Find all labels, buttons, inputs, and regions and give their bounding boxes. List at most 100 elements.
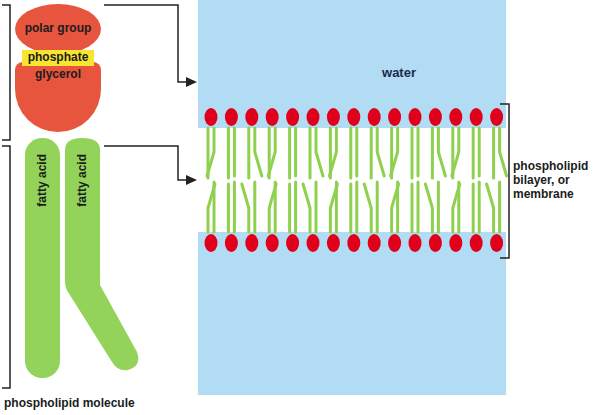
- lipid-tails: [207, 128, 507, 232]
- lipid-head: [286, 108, 299, 126]
- lipid-head: [327, 234, 340, 252]
- lipid-head: [368, 108, 381, 126]
- lipid-tail: [233, 128, 236, 176]
- lipid-head: [205, 234, 218, 252]
- lipid-tail: [425, 184, 432, 232]
- lipid-tail: [355, 182, 358, 232]
- lipid-head: [429, 234, 442, 252]
- lipid-head: [307, 234, 320, 252]
- node-text: glycerol: [35, 68, 81, 81]
- leader-line: [104, 5, 188, 82]
- lipid-head: [368, 234, 381, 252]
- lipid-tail: [294, 182, 297, 232]
- lipid-tail: [478, 182, 481, 232]
- lipid-tail: [303, 184, 310, 232]
- lipid-tail: [253, 182, 256, 232]
- lipid-tail: [288, 184, 291, 232]
- lipid-head: [449, 234, 462, 252]
- lipid-tail: [370, 128, 373, 178]
- lipid-tail: [247, 128, 250, 178]
- node-text: fatty acid: [76, 154, 89, 207]
- lipid-tail: [431, 128, 434, 178]
- water-region-label: water: [198, 0, 506, 128]
- arrowhead: [186, 77, 197, 87]
- lipid-head: [449, 108, 462, 126]
- lipid-head: [266, 108, 279, 126]
- lipid-tail: [316, 128, 323, 176]
- lipid-head: [266, 234, 279, 252]
- lipid-tail: [329, 128, 336, 176]
- lipid-tail: [417, 182, 420, 232]
- lipid-head: [388, 234, 401, 252]
- lipid-tail: [472, 184, 475, 232]
- lipid-tail: [457, 182, 460, 232]
- lipid-tail: [227, 128, 230, 178]
- bracket: [500, 104, 509, 258]
- lipid-tail: [452, 128, 459, 176]
- lipid-tail: [288, 128, 291, 178]
- lipid-head: [490, 234, 503, 252]
- fatty-acid-tail-bent: [65, 138, 138, 370]
- lipid-head: [409, 108, 422, 126]
- lipid-head: [347, 234, 360, 252]
- fatty-acid-tail: [25, 138, 60, 378]
- bracket: [2, 146, 10, 388]
- lipid-tail: [294, 128, 297, 176]
- lipid-head: [409, 234, 422, 252]
- lipid-head: [470, 234, 483, 252]
- lipid-tail: [364, 184, 371, 232]
- lipid-head: [245, 234, 258, 252]
- water-region: [198, 0, 506, 395]
- molecule-caption: phospholipid molecule: [4, 397, 204, 411]
- lipid-tail: [438, 128, 445, 176]
- bracket: [2, 5, 10, 140]
- lipid-tail: [255, 128, 262, 176]
- lipid-tail: [437, 182, 440, 232]
- bilayer-label: phospholipid bilayer, or membrane: [513, 160, 597, 201]
- lipid-tail: [355, 128, 358, 176]
- lipid-tail: [376, 182, 379, 232]
- lipid-tail: [207, 128, 214, 176]
- lipid-head: [490, 108, 503, 126]
- node-text: phosphate: [28, 51, 89, 64]
- node-text: polar group: [25, 22, 92, 35]
- arrowhead: [186, 175, 197, 185]
- lipid-head: [327, 108, 340, 126]
- lipid-tail: [349, 128, 352, 178]
- lipid-tail: [391, 128, 398, 176]
- lipid-head: [347, 108, 360, 126]
- fatty-acid-label-zone: fatty acid: [25, 140, 60, 375]
- lipid-tail: [274, 182, 277, 232]
- lipid-head: [225, 234, 238, 252]
- polar-group-head: polar group: [15, 4, 101, 54]
- lipid-tail: [349, 184, 352, 232]
- lipid-head: [429, 108, 442, 126]
- lipid-tail: [315, 182, 318, 232]
- lipid-tail: [377, 128, 384, 176]
- glycerol-body: glycerol: [15, 62, 101, 132]
- fatty-acid-label-zone: fatty acid: [65, 140, 100, 285]
- lipid-tail: [411, 184, 414, 232]
- lipid-head: [307, 108, 320, 126]
- lipid-tail: [309, 128, 312, 178]
- lipid-head: [245, 108, 258, 126]
- node-text: fatty acid: [36, 154, 49, 207]
- leader-line: [104, 146, 188, 180]
- lipid-head: [225, 108, 238, 126]
- lipid-head: [388, 108, 401, 126]
- node-text: water: [382, 66, 416, 80]
- lipid-tail: [268, 128, 275, 176]
- lipid-tail: [472, 128, 475, 178]
- lipid-tail: [396, 182, 399, 232]
- lipid-tail: [233, 182, 236, 232]
- lipid-tail: [500, 128, 507, 176]
- lipid-head: [205, 108, 218, 126]
- membrane-interior: [198, 128, 506, 232]
- lipid-tail: [411, 128, 414, 178]
- lipid-tail: [417, 128, 420, 176]
- lipid-tail: [213, 182, 216, 232]
- lipid-tail: [487, 184, 494, 232]
- lipid-tail: [492, 128, 495, 178]
- phosphate-band: phosphate: [22, 50, 94, 66]
- lipid-tail: [498, 182, 501, 232]
